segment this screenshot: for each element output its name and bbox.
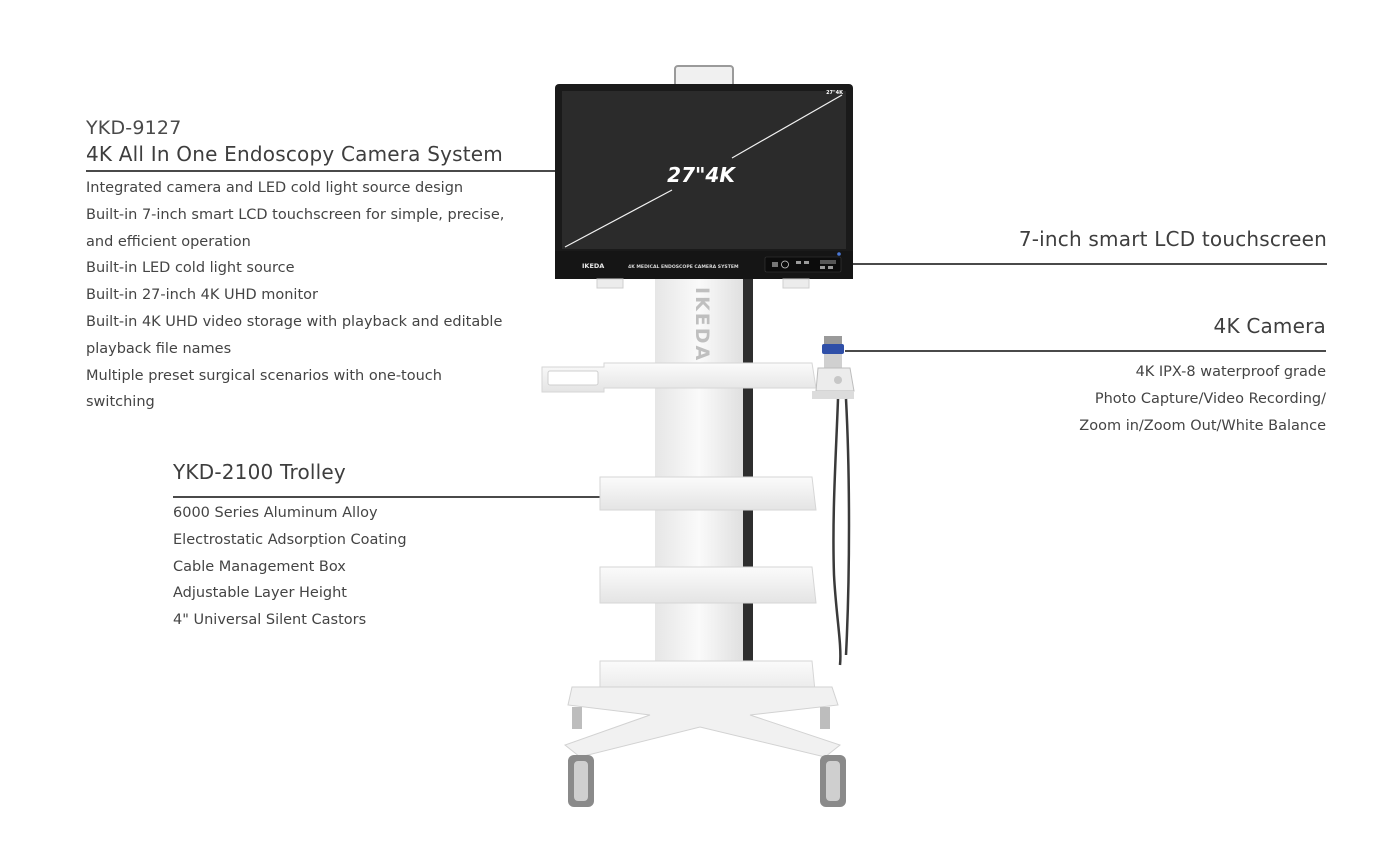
trolley-title: YKD-2100 Trolley [173,460,346,484]
system-model: YKD-9127 [86,117,182,139]
system-section: YKD-9127 4K All In One Endoscopy Camera … [86,115,556,168]
top-shelf [541,362,817,393]
touchscreen-callout-line [838,263,1327,265]
trolley-feature: Cable Management Box [173,558,346,575]
trolley-feature: 4" Universal Silent Castors [173,612,367,629]
column-brand-text: IKEDA [691,287,713,362]
monitor-caption: 4K MEDICAL ENDOSCOPE CAMERA SYSTEM [628,264,739,270]
camera-cable [832,398,842,666]
system-feature: Built-in 27-inch 4K UHD monitor [86,287,318,304]
system-feature: Integrated camera and LED cold light sou… [86,180,464,196]
system-callout-line [86,170,568,172]
system-feature: Built-in 4K UHD video storage with playb… [86,313,503,330]
trolley-column [655,275,743,675]
monitor-corner-label: 27"4K [826,90,844,96]
camera-feature-list: 4K IPX-8 waterproof grade Photo Capture/… [1026,359,1326,439]
monitor-brand: IKEDA [582,262,604,270]
camera-feature: 4K IPX-8 waterproof grade [1135,364,1326,380]
system-feature: and efficient operation [86,233,251,250]
middle-shelf-2 [599,566,817,604]
system-feature: Built-in 7-inch smart LCD touchscreen fo… [86,206,505,223]
monitor-size-label: 27"4K [667,163,736,187]
camera-callout-line [845,350,1326,352]
trolley-base [563,686,842,758]
camera-feature: Zoom in/Zoom Out/White Balance [1079,417,1326,434]
monitor: 27"4K 27"4K IKEDA 4K MEDICAL ENDOSCOPE C… [555,84,853,279]
system-feature: switching [86,394,155,411]
system-title: 4K All In One Endoscopy Camera System [86,142,503,166]
castor-wheels [568,707,846,807]
camera-cable [844,398,851,656]
camera-head [812,336,855,399]
touchscreen-title: 7-inch smart LCD touchscreen [1018,227,1327,251]
trolley-feature: Adjustable Layer Height [173,585,347,602]
system-feature: playback file names [86,340,232,357]
camera-feature: Photo Capture/Video Recording/ [1094,390,1326,407]
trolley-feature: 6000 Series Aluminum Alloy [173,505,378,521]
middle-shelf-1 [599,476,817,511]
trolley-callout-line [173,496,669,498]
touchscreen-panel [764,252,842,273]
trolley-pole [743,277,753,662]
camera-title: 4K Camera [1213,314,1326,338]
endoscopy-trolley-illustration: IKEDA 27"4K 27"4K IKEDA 4K MEDICAL ENDOS… [541,65,855,807]
system-feature: Multiple preset surgical scenarios with … [86,367,442,384]
trolley-feature: Electrostatic Adsorption Coating [173,531,407,548]
system-feature-list: Integrated camera and LED cold light sou… [86,175,526,416]
trolley-feature-list: 6000 Series Aluminum Alloy Electrostatic… [173,500,493,634]
system-feature: Built-in LED cold light source [86,260,295,277]
